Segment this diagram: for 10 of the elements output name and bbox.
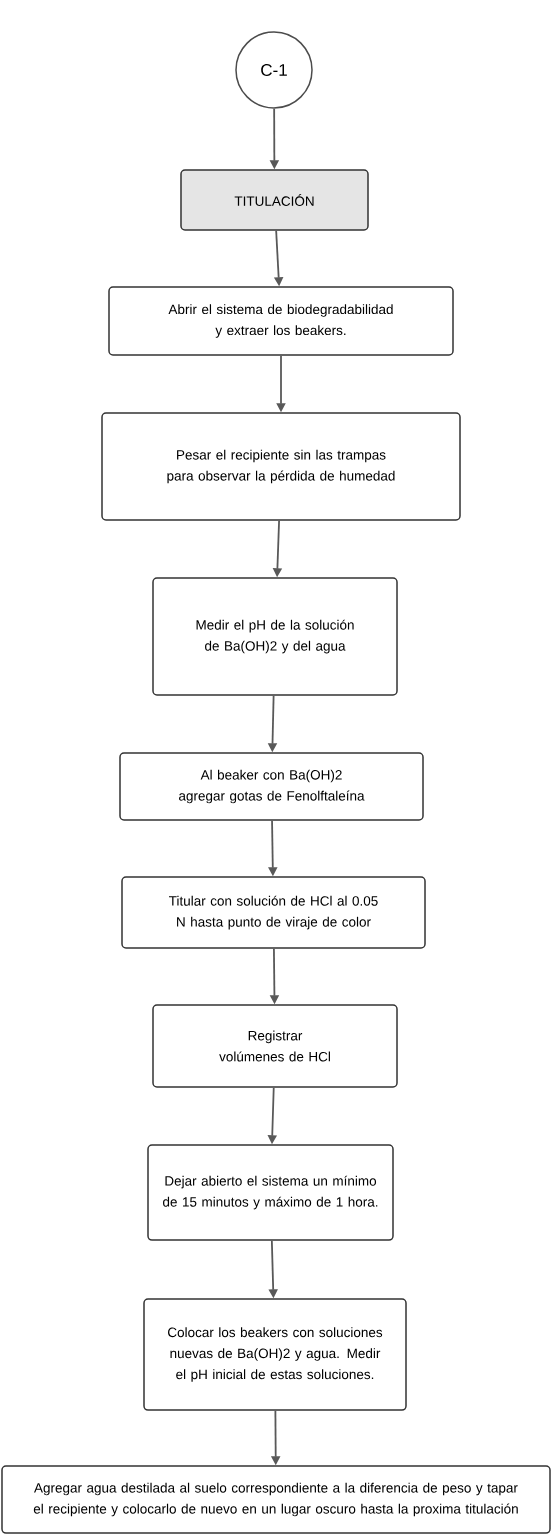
process-box: Titular con solución de HCl al 0.05 N hasta punto de viraje de color (121, 876, 426, 949)
process-box: Agregar agua destilada al suelo correspondiente a la diferencia de peso y tapar el recipiente y colocarlo de nuevo en un lugar oscuro hasta la proxima titulación (1, 1465, 551, 1534)
process-box: Dejar abierto el sistema un mínimo de 15 minutos y máximo de 1 hora. (147, 1144, 394, 1241)
process-box: Colocar los beakers con soluciones nuevas de Ba(OH)2 y agua. Medir el pH inicial de estas soluciones. (143, 1298, 407, 1411)
process-box: Registrar volúmenes de HCl (152, 1004, 398, 1088)
process-box: TITULACIÓN (180, 169, 369, 231)
process-box: Abrir el sistema de biodegradabilidad y extraer los beakers. (108, 286, 454, 356)
process-box: Al beaker con Ba(OH)2 agregar gotas de Fenolftaleína (119, 752, 424, 821)
process-box: Medir el pH de la solución de Ba(OH)2 y del agua (152, 577, 398, 696)
process-box: Pesar el recipiente sin las trampas para observar la pérdida de humedad (101, 412, 461, 521)
